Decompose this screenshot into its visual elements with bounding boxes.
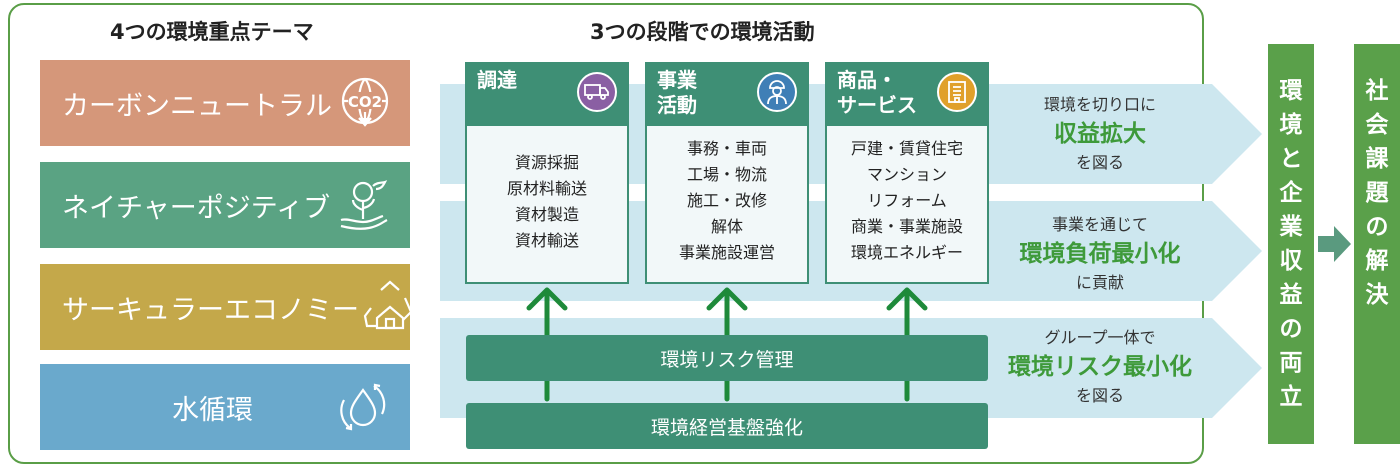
outcome-char: 立	[1279, 384, 1303, 410]
effect-emphasis: 環境負荷最小化	[1019, 241, 1181, 267]
svg-text:CO2: CO2	[348, 93, 382, 111]
list-item: 戸建・賃貸住宅	[850, 139, 963, 158]
list-item: 資源採掘	[514, 153, 579, 172]
outcome-char: 収	[1279, 248, 1303, 274]
building-icon	[937, 72, 977, 112]
themes-heading: 4つの環境重点テーマ	[110, 20, 314, 44]
outcome-char: 社	[1365, 78, 1389, 104]
theme-circular-economy: サーキュラーエコノミー	[40, 264, 413, 350]
theme-water-cycle: 水循環	[40, 364, 410, 450]
truck-icon	[577, 72, 617, 112]
effect-top: 事業を通じて	[1051, 215, 1148, 234]
outcome-char: 両	[1279, 350, 1303, 376]
stage-title: 商品・	[837, 68, 897, 92]
stage-title: 調達	[477, 68, 517, 92]
activities-heading: 3つの段階での環境活動	[590, 20, 815, 44]
outcome-char: 境	[1279, 112, 1303, 138]
effect-top: グループ一体で	[1044, 328, 1156, 347]
stage-business-activity: 事業 活動 事務・車両 工場・物流 施工・改修 解体 事業施設運営	[645, 62, 809, 284]
list-item: 原材料輸送	[506, 179, 587, 198]
list-item: 資材輸送	[514, 231, 579, 250]
outcome-char: 業	[1279, 214, 1303, 240]
stage-items: 事務・車両 工場・物流 施工・改修 解体 事業施設運営	[647, 136, 807, 266]
effect-top: 環境を切り口に	[1043, 95, 1156, 114]
effect-bottom: を図る	[1075, 153, 1124, 172]
outcome-coexistence: 環 境 と 企 業 収 益 の 両 立	[1268, 44, 1314, 444]
outcome-char: の	[1365, 214, 1389, 240]
outcome-char: 解	[1365, 248, 1389, 274]
plant-hand-icon	[330, 170, 398, 240]
theme-nature-positive: ネイチャーポジティブ	[40, 162, 410, 248]
stage-title: 活動	[657, 93, 697, 117]
theme-carbon-neutral: カーボンニュートラル CO2	[40, 60, 410, 146]
theme-label: ネイチャーポジティブ	[62, 192, 331, 224]
theme-label: 水循環	[172, 394, 253, 426]
effect-emphasis: 収益拡大	[1054, 121, 1146, 147]
outcome-char: 課	[1365, 146, 1389, 172]
effect-emphasis: 環境リスク最小化	[1008, 354, 1192, 380]
bar-management-foundation: 環境経営基盤強化	[466, 403, 988, 449]
bar-risk-management: 環境リスク管理	[466, 335, 988, 381]
effect-load: 事業を通じて 環境負荷最小化 に貢献	[980, 212, 1220, 296]
theme-label: サーキュラーエコノミー	[62, 294, 359, 326]
stage-title: サービス	[837, 93, 917, 117]
outcome-char: 益	[1279, 282, 1303, 308]
outcome-char: の	[1279, 316, 1303, 342]
list-item: 商業・事業施設	[850, 217, 963, 236]
effect-bottom: に貢献	[1075, 273, 1124, 292]
theme-label: カーボンニュートラル	[62, 90, 332, 122]
list-item: 解体	[710, 217, 743, 236]
stage-procurement: 調達 資源採掘 原材料輸送 資材製造 資材輸送	[465, 62, 629, 284]
stage-products-services: 商品・ サービス 戸建・賃貸住宅 マンション リフォーム 商業・事業施設 環境エ…	[825, 62, 989, 284]
stage-header: 商品・ サービス	[827, 64, 987, 126]
outcome-char: と	[1279, 146, 1303, 172]
co2-globe-icon: CO2	[332, 68, 398, 138]
outcome-social-solution: 社 会 課 題 の 解 決	[1354, 44, 1400, 444]
list-item: リフォーム	[867, 191, 947, 210]
arrow-right-icon	[1318, 226, 1351, 262]
outcome-char: 会	[1365, 112, 1389, 138]
effect-revenue: 環境を切り口に 収益拡大 を図る	[980, 92, 1220, 176]
stage-title: 事業	[657, 68, 697, 92]
stage-header: 事業 活動	[647, 64, 807, 126]
list-item: 環境エネルギー	[850, 243, 963, 262]
stage-items: 戸建・賃貸住宅 マンション リフォーム 商業・事業施設 環境エネルギー	[827, 136, 987, 266]
list-item: 事業施設運営	[678, 243, 775, 262]
worker-icon	[757, 72, 797, 112]
list-item: 工場・物流	[686, 165, 767, 184]
list-item: 資材製造	[514, 205, 579, 224]
stage-items: 資源採掘 原材料輸送 資材製造 資材輸送	[467, 150, 627, 254]
outcome-char: 決	[1365, 282, 1389, 308]
recycle-house-icon	[359, 272, 421, 342]
outcome-char: 環	[1279, 78, 1303, 104]
water-drop-cycle-icon	[328, 372, 398, 442]
effect-risk: グループ一体で 環境リスク最小化 を図る	[980, 325, 1220, 409]
list-item: 施工・改修	[686, 191, 767, 210]
effect-bottom: を図る	[1075, 386, 1124, 405]
list-item: 事務・車両	[686, 139, 767, 158]
outcome-char: 企	[1279, 180, 1303, 206]
list-item: マンション	[866, 165, 947, 184]
outcome-char: 題	[1365, 180, 1389, 206]
stage-header: 調達	[467, 64, 627, 126]
